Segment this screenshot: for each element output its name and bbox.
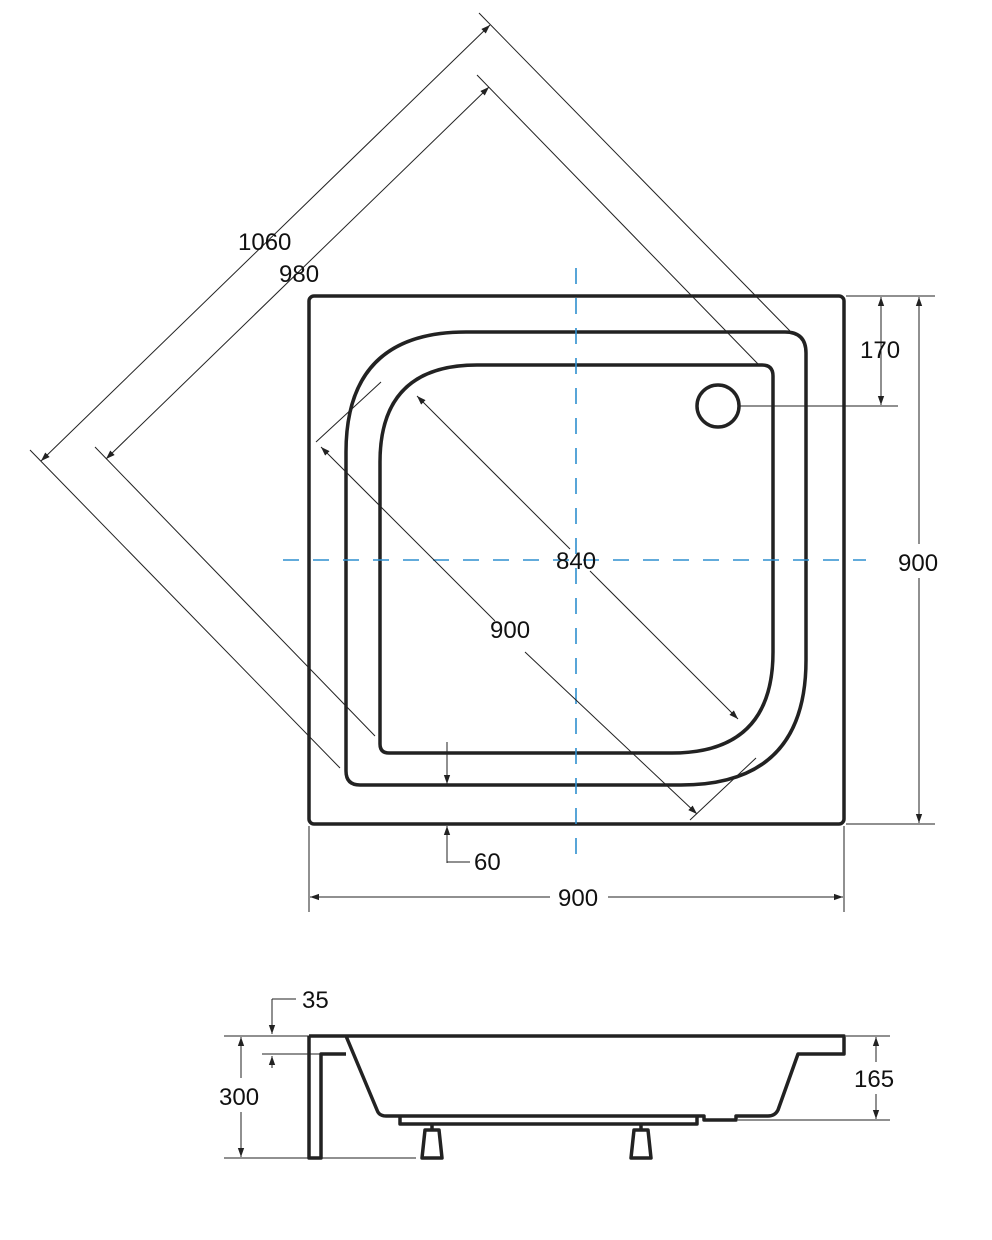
leg-left [420,1124,444,1160]
basin-inner-edge [378,363,775,755]
dimension-width-900: 900 [308,826,845,912]
dimension-label-35: 35 [302,987,329,1014]
dimension-label-840: 840 [556,548,596,575]
dimension-840: 840 [416,395,739,720]
basin-outer-edge [344,330,808,787]
dimension-label-1060: 1060 [238,229,291,256]
side-view: 35 300 165 [219,987,894,1160]
dimension-label-170: 170 [860,337,900,364]
base-frame [398,1116,699,1126]
dimension-basin-diagonal-900: 900 [315,381,757,821]
drain-circle [695,383,741,429]
dimension-300: 300 [219,1035,416,1159]
dimension-170: 170 [739,295,900,407]
dimension-label-165: 165 [854,1066,894,1093]
dimension-label-height-900: 900 [898,550,938,577]
dimension-980: 980 [94,74,759,737]
dimension-35: 35 [262,987,346,1068]
dimension-label-60: 60 [474,849,501,876]
dimension-1060: 1060 [29,12,791,769]
dimension-label-basin-900: 900 [490,617,530,644]
dimension-label-width-900: 900 [558,885,598,912]
dimension-60: 60 [443,742,501,876]
dimension-height-900: 900 [846,295,944,825]
plan-view: 1060 980 900 840 170 [29,12,944,912]
dimension-label-980: 980 [279,261,319,288]
tray-side-profile [309,1034,846,1122]
leg-right [629,1124,653,1160]
dimension-165: 165 [738,1035,894,1121]
dimension-label-300: 300 [219,1084,259,1111]
